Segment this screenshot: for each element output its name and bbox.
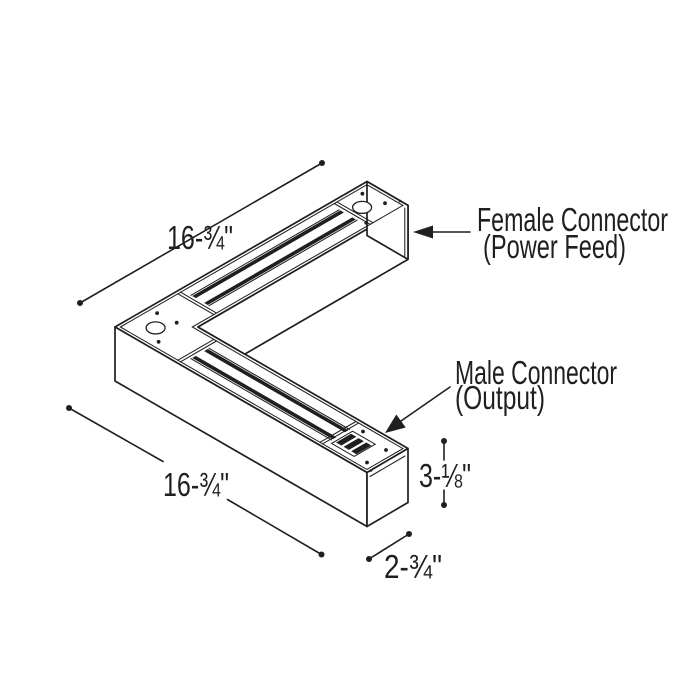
dimension-height — [441, 438, 447, 508]
dim-line — [226, 498, 323, 556]
female-end-face — [366, 180, 409, 261]
dimension-height-text: 3-⅛" — [419, 457, 471, 494]
dim-line — [368, 533, 410, 560]
dim-endpoint-dot — [318, 551, 325, 558]
dimension-top-length — [77, 160, 325, 306]
leader-line — [400, 386, 451, 422]
dimension-top-length-text: 16-¾" — [167, 219, 233, 256]
dimension-left-length — [66, 405, 325, 558]
dimension-depth-text: 2-¾" — [384, 548, 442, 585]
dim-endpoint-dot — [319, 160, 325, 166]
fixture-body — [114, 180, 409, 528]
screw-hole-dots — [155, 191, 402, 472]
arrowhead-left-icon — [413, 225, 433, 239]
lens-channel-lines — [190, 209, 358, 441]
knockout-hole-corner — [145, 321, 166, 335]
dim-endpoint-dot — [406, 531, 412, 537]
female-connector-leader — [413, 225, 471, 239]
male-end-face — [366, 447, 409, 528]
male-connector-detail — [330, 430, 377, 458]
male-end-rim — [369, 455, 406, 478]
dim-endpoint-dot — [441, 502, 447, 508]
male-connector-leader — [385, 386, 451, 433]
dimension-left-length-text: 16-¾" — [163, 466, 229, 503]
female-connector-sublabel: (Power Feed) — [483, 228, 626, 265]
dim-endpoint-dot — [441, 438, 447, 444]
top-face-rim — [119, 184, 404, 471]
plate-boundary-lines — [177, 201, 374, 445]
female-connector-label: Female Connector — [477, 201, 668, 238]
dimension-depth — [366, 531, 412, 562]
dim-endpoint-dot — [77, 300, 83, 306]
dim-endpoint-dot — [366, 556, 372, 562]
lens-strips — [192, 210, 356, 440]
dim-line — [68, 407, 164, 463]
knockout-hole-female-end — [351, 200, 373, 215]
dim-endpoint-dot — [66, 405, 72, 411]
arrowhead-downleft-icon — [385, 414, 406, 433]
dim-line — [79, 162, 323, 304]
male-connector-sublabel: (Output) — [455, 379, 545, 416]
male-connector-label: Male Connector — [455, 354, 617, 391]
